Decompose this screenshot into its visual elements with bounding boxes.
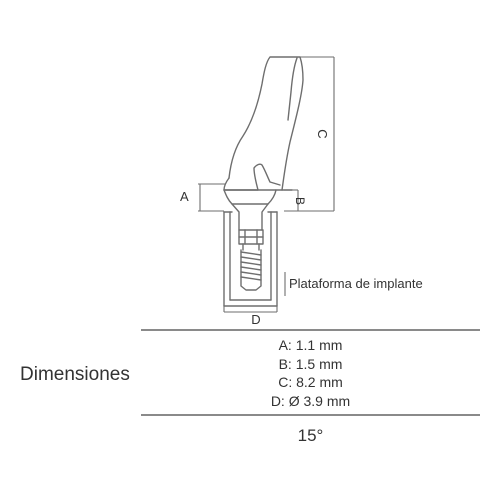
label-b: B [293,197,307,205]
dimensions-title: Dimensiones [20,364,130,385]
label-a: A [180,189,189,204]
collar-flare [223,189,277,205]
dimension-row-d: D: Ø 3.9 mm [270,392,351,409]
table-rule-top [141,329,480,331]
label-d: D [251,312,260,327]
screw-head-slot [238,229,264,245]
angle-value: 15° [297,426,324,445]
table-rule-bottom [141,414,480,416]
label-c: C [315,129,330,138]
implant-wall-left [223,211,231,307]
implant-bottom [223,299,278,307]
implant-wall-right [270,211,278,307]
dimensions-list: A: 1.1 mm B: 1.5 mm C: 8.2 mm D: Ø 3.9 m… [141,336,480,410]
abutment-shoulder [223,163,281,191]
screw-shank [242,243,260,251]
neck [231,203,269,231]
dimension-row-a: A: 1.1 mm [278,337,343,353]
dimension-row-b: B: 1.5 mm [278,355,343,372]
abutment-diagram: A B C D Plataforma de implante [180,56,423,327]
abutment-inner-line [287,57,298,121]
screw-threads [240,249,262,291]
dimension-row-c: C: 8.2 mm [278,374,343,390]
abutment-body [228,56,304,191]
platform-label: Plataforma de implante [289,276,423,291]
